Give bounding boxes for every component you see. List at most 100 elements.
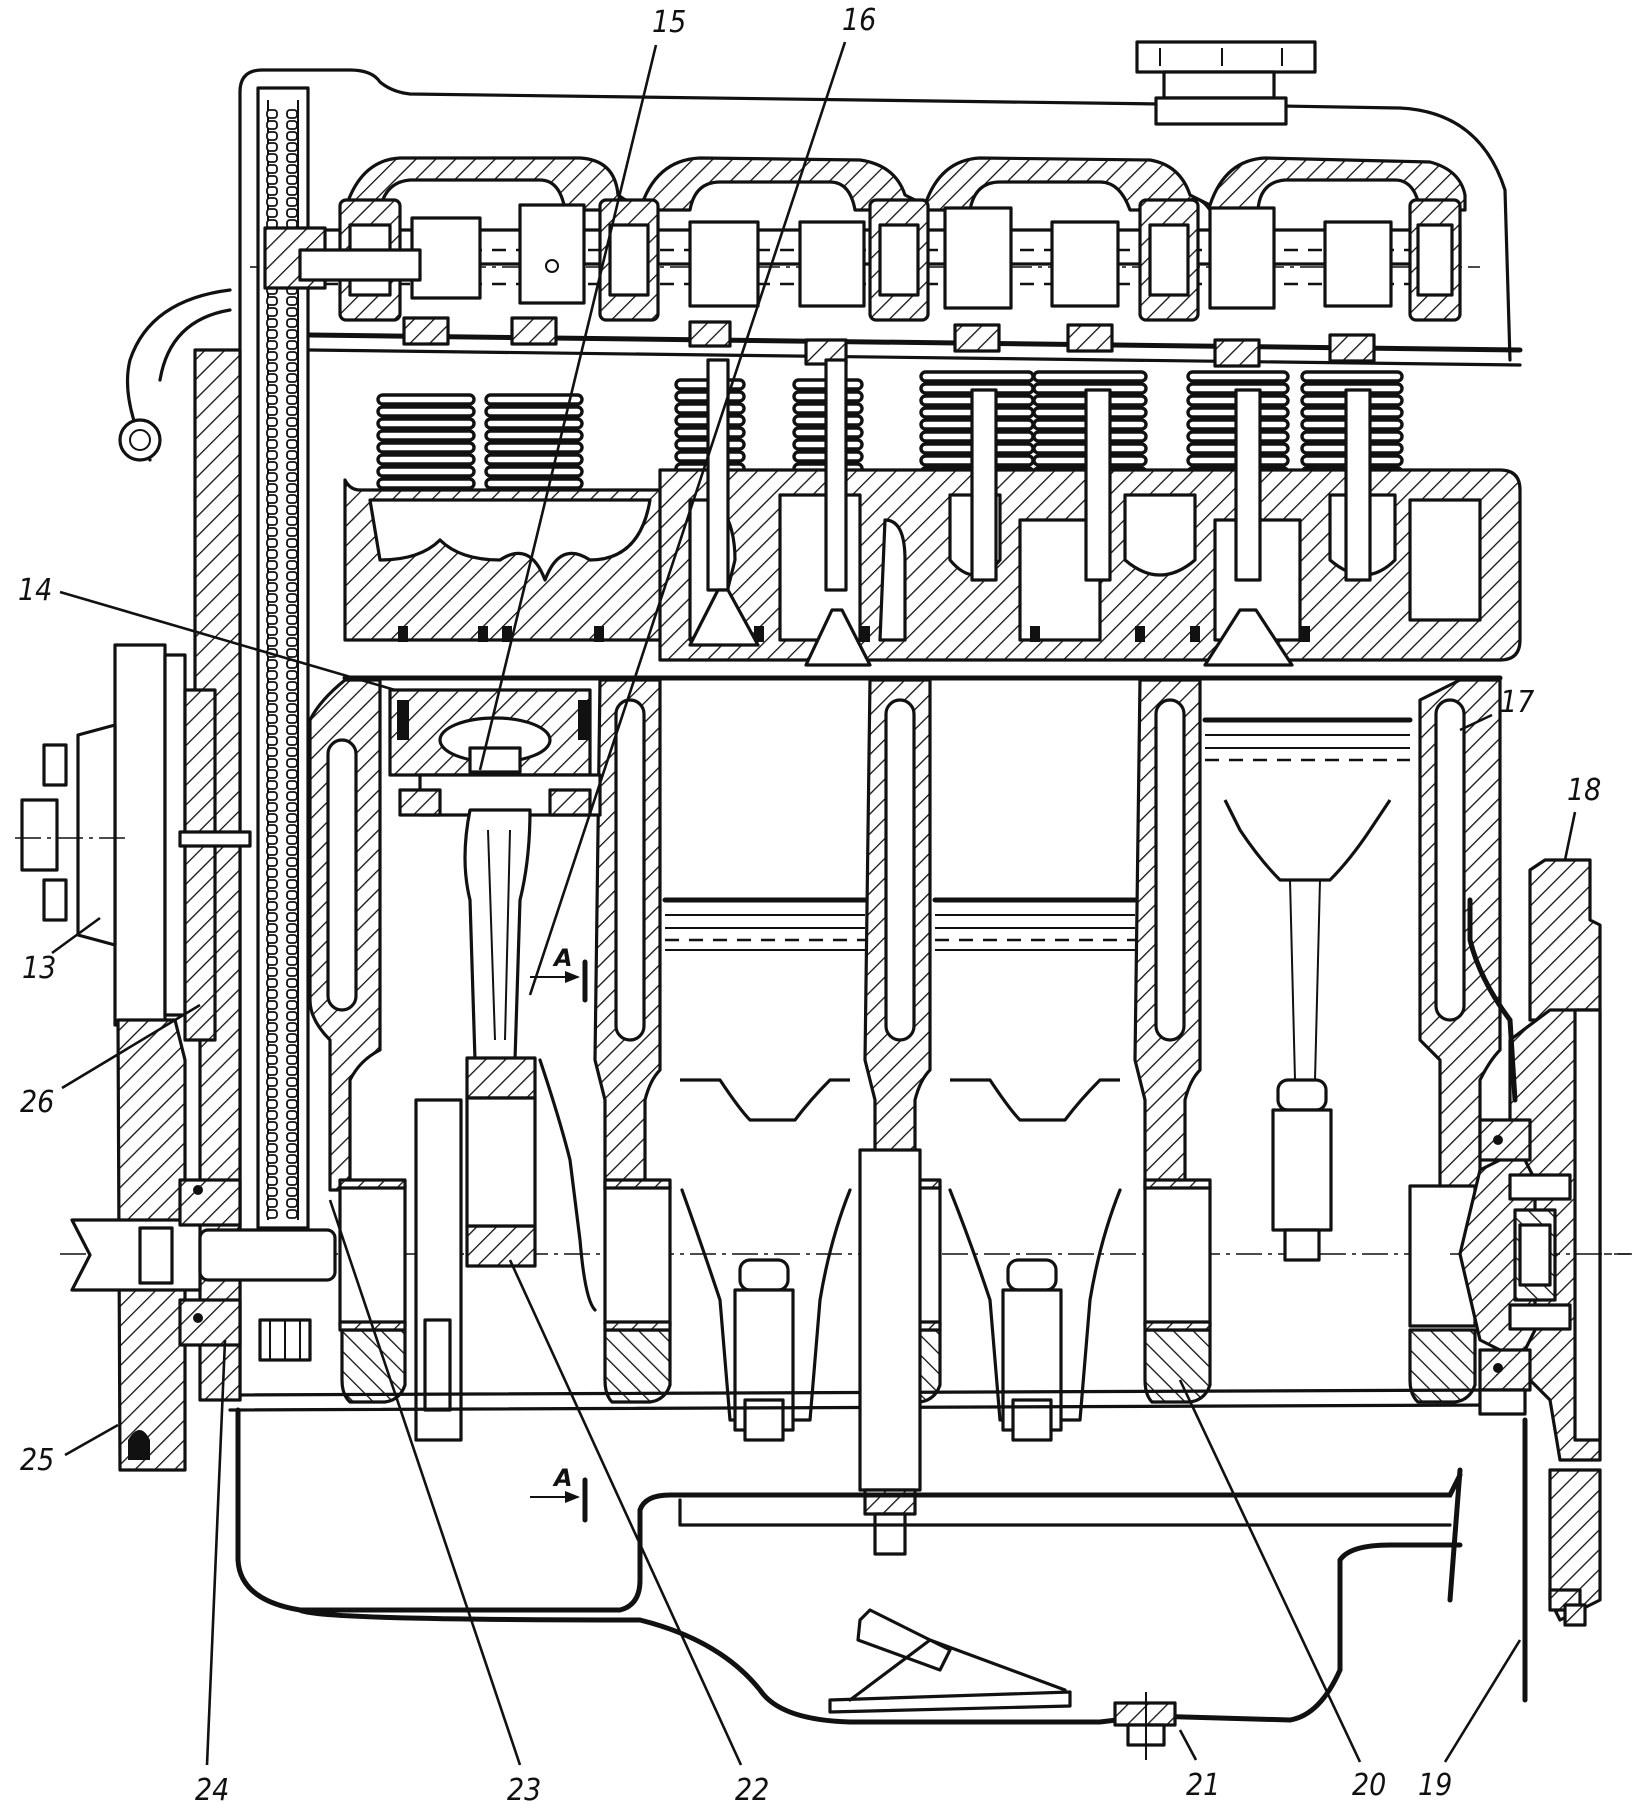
chain-link <box>286 1044 298 1054</box>
callout-23: 23 <box>507 1773 541 1808</box>
section-label-a-bottom: A <box>552 1464 573 1492</box>
chain-link <box>266 1154 278 1164</box>
callout-24: 24 <box>195 1773 229 1808</box>
chain-link <box>266 934 278 944</box>
chain-link <box>266 560 278 570</box>
callout-labels: 13 14 15 16 17 18 19 20 21 22 23 24 25 2… <box>18 3 1601 1808</box>
chain-link <box>266 890 278 900</box>
chain-link <box>286 527 298 537</box>
chain-link <box>266 1110 278 1120</box>
chain-link <box>266 824 278 834</box>
chain-link <box>266 989 278 999</box>
oil-filler-cap <box>1135 40 1317 126</box>
chain-link <box>286 131 298 141</box>
chain-link <box>266 769 278 779</box>
chain-link <box>266 593 278 603</box>
chain-link <box>266 780 278 790</box>
chain-link <box>286 208 298 218</box>
spring-coil <box>1300 370 1404 383</box>
chain-link <box>286 615 298 625</box>
callout-19: 19 <box>1418 1768 1452 1803</box>
chain-link <box>266 417 278 427</box>
crankcase-skirt <box>228 1148 1502 1556</box>
chain-link <box>266 362 278 372</box>
chain-link <box>286 384 298 394</box>
chain-link <box>286 516 298 526</box>
chain-link <box>266 538 278 548</box>
chain-link <box>266 351 278 361</box>
chain-link <box>286 890 298 900</box>
chain-link <box>286 967 298 977</box>
chain-link <box>286 538 298 548</box>
chain-link <box>266 1055 278 1065</box>
chain-link <box>266 1187 278 1197</box>
chain-link <box>266 1176 278 1186</box>
camshaft-housing <box>343 156 1467 212</box>
chain-link <box>266 681 278 691</box>
chain-link <box>286 725 298 735</box>
chain-link <box>286 626 298 636</box>
chain-link <box>266 1044 278 1054</box>
chain-link <box>286 1198 298 1208</box>
chain-link <box>266 747 278 757</box>
chain-link <box>266 1143 278 1153</box>
chain-link <box>286 593 298 603</box>
chain-link <box>266 846 278 856</box>
spring-coil <box>376 429 476 442</box>
chain-link <box>286 846 298 856</box>
callout-18: 18 <box>1567 773 1601 808</box>
spring-coil <box>376 465 476 478</box>
chain-link <box>286 1000 298 1010</box>
chain-link <box>286 769 298 779</box>
chain-link <box>286 406 298 416</box>
cam-carrier-flange <box>308 348 1522 367</box>
leader-14 <box>59 590 396 692</box>
leader-20 <box>1178 1379 1362 1763</box>
crankshaft-flange <box>1458 1148 1572 1362</box>
chain-link <box>266 494 278 504</box>
callout-13: 13 <box>22 951 56 986</box>
chain-link <box>286 703 298 713</box>
callout-22: 22 <box>735 1773 769 1808</box>
piston-4 <box>1202 717 1413 1081</box>
chain-link <box>286 164 298 174</box>
chain-link <box>266 1209 278 1219</box>
chain-link <box>266 692 278 702</box>
chain-link <box>286 1176 298 1186</box>
chain-link <box>286 714 298 724</box>
chain-link <box>266 912 278 922</box>
callout-25: 25 <box>20 1443 54 1478</box>
callout-15: 15 <box>652 5 686 40</box>
chain-link <box>286 373 298 383</box>
chain-link <box>286 153 298 163</box>
chain-link <box>266 164 278 174</box>
chain-link <box>286 945 298 955</box>
chain-link <box>266 549 278 559</box>
chain-link <box>266 1121 278 1131</box>
spring-coil <box>376 441 476 454</box>
chain-link <box>266 516 278 526</box>
chain-link <box>286 758 298 768</box>
chain-link <box>266 373 278 383</box>
oil-pickup <box>828 1608 1072 1714</box>
chain-link <box>266 527 278 537</box>
spring-coil <box>1186 370 1290 383</box>
leader-21 <box>1178 1729 1198 1761</box>
chain-link <box>286 1077 298 1087</box>
chain-link <box>286 109 298 119</box>
chain-link <box>286 956 298 966</box>
callout-26: 26 <box>20 1085 54 1120</box>
chain-link <box>266 472 278 482</box>
chain-link <box>266 109 278 119</box>
chain-link <box>266 131 278 141</box>
chain-link <box>286 318 298 328</box>
chain-link <box>266 714 278 724</box>
chain-link <box>266 483 278 493</box>
chain-link <box>266 703 278 713</box>
chain-link <box>286 912 298 922</box>
leader-16 <box>528 41 847 996</box>
chain-link <box>286 439 298 449</box>
chain-link <box>286 901 298 911</box>
spring-coil <box>919 370 1035 383</box>
chain-link <box>266 901 278 911</box>
